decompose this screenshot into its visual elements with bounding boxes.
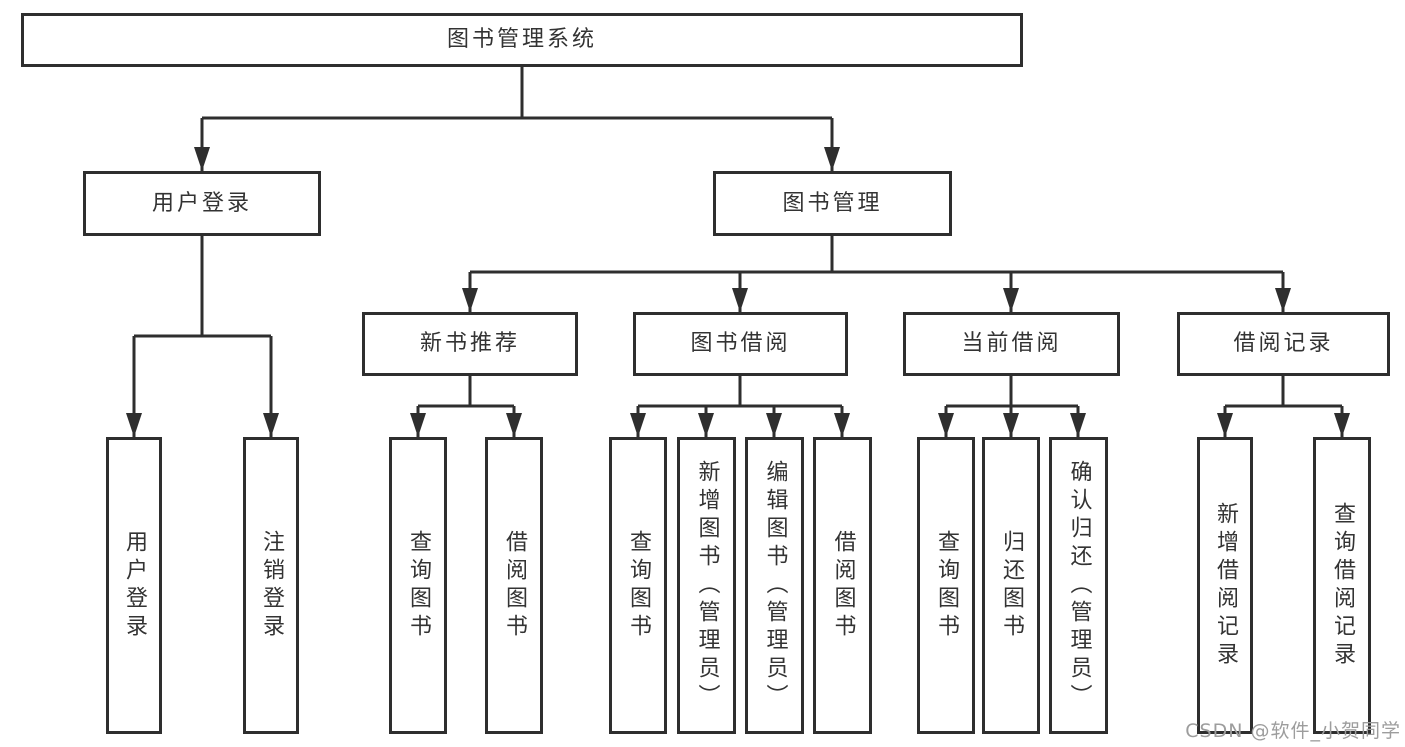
arrowhead-sec3-child0 [1217,413,1233,437]
arrowhead-sec1 [732,288,748,312]
leaf-logout: 注销登录 [243,437,299,734]
leaf-recommend-query-book: 查询图书 [389,437,447,734]
leaf-add-book-admin-label: 新增图书（管理员） [694,459,720,712]
leaf-return-book-label: 归还图书 [999,529,1024,642]
node-root: 图书管理系统 [21,13,1023,67]
node-new-book-recommend: 新书推荐 [362,312,578,376]
arrowhead-sec1-child3 [834,413,850,437]
leaf-query-borrow-record-label: 查询借阅记录 [1330,501,1355,670]
leaf-edit-book-admin-label: 编辑图书（管理员） [762,459,788,712]
arrowhead-login-child0 [126,413,142,437]
leaf-add-borrow-record-label: 新增借阅记录 [1213,501,1238,670]
leaf-return-book: 归还图书 [982,437,1040,734]
leaf-confirm-return-admin-label: 确认归还（管理员） [1066,459,1092,712]
node-user-login-label: 用户登录 [151,190,252,216]
leaf-recommend-borrow-book: 借阅图书 [485,437,543,734]
arrowhead-sec3 [1275,288,1291,312]
node-book-borrow: 图书借阅 [633,312,848,376]
node-borrow-records: 借阅记录 [1177,312,1390,376]
arrowhead-sec0-child1 [506,413,522,437]
leaf-borrow-query-book-label: 查询图书 [626,529,651,642]
arrowhead-sec2-child1 [1003,413,1019,437]
leaf-query-borrow-record: 查询借阅记录 [1313,437,1371,734]
arrowhead-sec1-child1 [698,413,714,437]
node-book-borrow-label: 图书借阅 [690,331,791,356]
leaf-edit-book-admin: 编辑图书（管理员） [745,437,804,734]
leaf-add-borrow-record: 新增借阅记录 [1197,437,1253,734]
node-book-manage: 图书管理 [713,171,952,236]
arrowhead-sec0 [462,288,478,312]
arrowhead-sec0-child0 [410,413,426,437]
csdn-watermark: CSDN @软件_小贺同学 [1185,720,1401,742]
leaf-current-query-book-label: 查询图书 [934,529,959,642]
leaf-borrow-book-label: 借阅图书 [830,529,856,642]
leaf-recommend-query-book-label: 查询图书 [406,529,431,642]
node-user-login: 用户登录 [83,171,321,236]
arrowhead-login-child1 [263,413,279,437]
arrowhead-sec2 [1003,288,1019,312]
arrowhead-sec1-child2 [766,413,782,437]
arrowhead-manage [824,147,840,171]
leaf-current-query-book: 查询图书 [917,437,975,734]
leaf-recommend-borrow-book-label: 借阅图书 [502,529,527,642]
leaf-confirm-return-admin: 确认归还（管理员） [1049,437,1108,734]
leaf-borrow-query-book: 查询图书 [609,437,667,734]
node-borrow-records-label: 借阅记录 [1233,331,1334,356]
arrowhead-sec3-child1 [1334,413,1350,437]
node-root-label: 图书管理系统 [446,27,597,52]
leaf-user-login: 用户登录 [106,437,162,734]
leaf-add-book-admin: 新增图书（管理员） [677,437,736,734]
node-current-borrow: 当前借阅 [903,312,1120,376]
node-current-borrow-label: 当前借阅 [961,331,1062,356]
node-book-manage-label: 图书管理 [782,190,883,216]
arrowhead-sec2-child2 [1070,413,1086,437]
arrowhead-login [194,147,210,171]
arrowhead-sec2-child0 [938,413,954,437]
node-new-book-recommend-label: 新书推荐 [419,331,520,356]
arrowhead-sec1-child0 [630,413,646,437]
leaf-borrow-book: 借阅图书 [813,437,872,734]
leaf-user-login-label: 用户登录 [122,529,147,642]
leaf-logout-label: 注销登录 [259,529,284,642]
